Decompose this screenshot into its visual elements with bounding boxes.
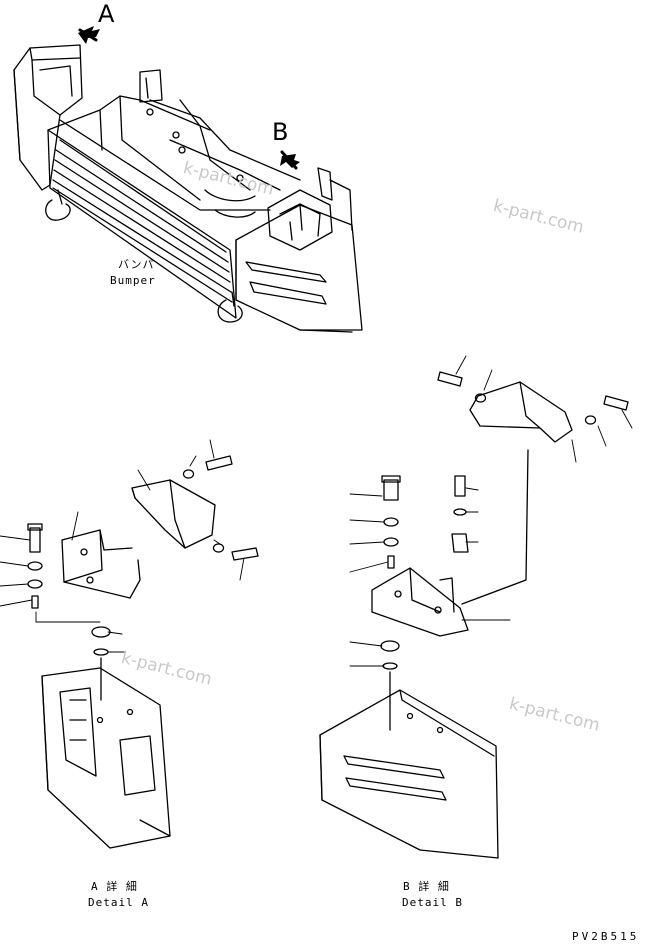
bumper-label-en: Bumper [110,274,156,287]
drawing-code: PV2B515 [572,930,640,943]
callout-a-label: A [98,0,115,28]
detail-a-label-en: Detail A [88,896,149,909]
detail-b-drawing [319,371,629,859]
detail-a-leaders [0,439,245,653]
detail-a-label-jp: A 詳 細 [91,880,138,893]
detail-b-label-jp: B 詳 細 [403,880,450,893]
callout-arrow-a [78,26,100,44]
callout-arrow-b [280,150,300,170]
detail-a-drawing [27,455,259,849]
bumper-label-jp: バンパ [118,258,155,271]
detail-b-leaders [349,355,633,667]
callout-b-label: B [272,118,289,146]
bumper-assembly [13,44,363,333]
detail-b-label-en: Detail B [402,896,463,909]
